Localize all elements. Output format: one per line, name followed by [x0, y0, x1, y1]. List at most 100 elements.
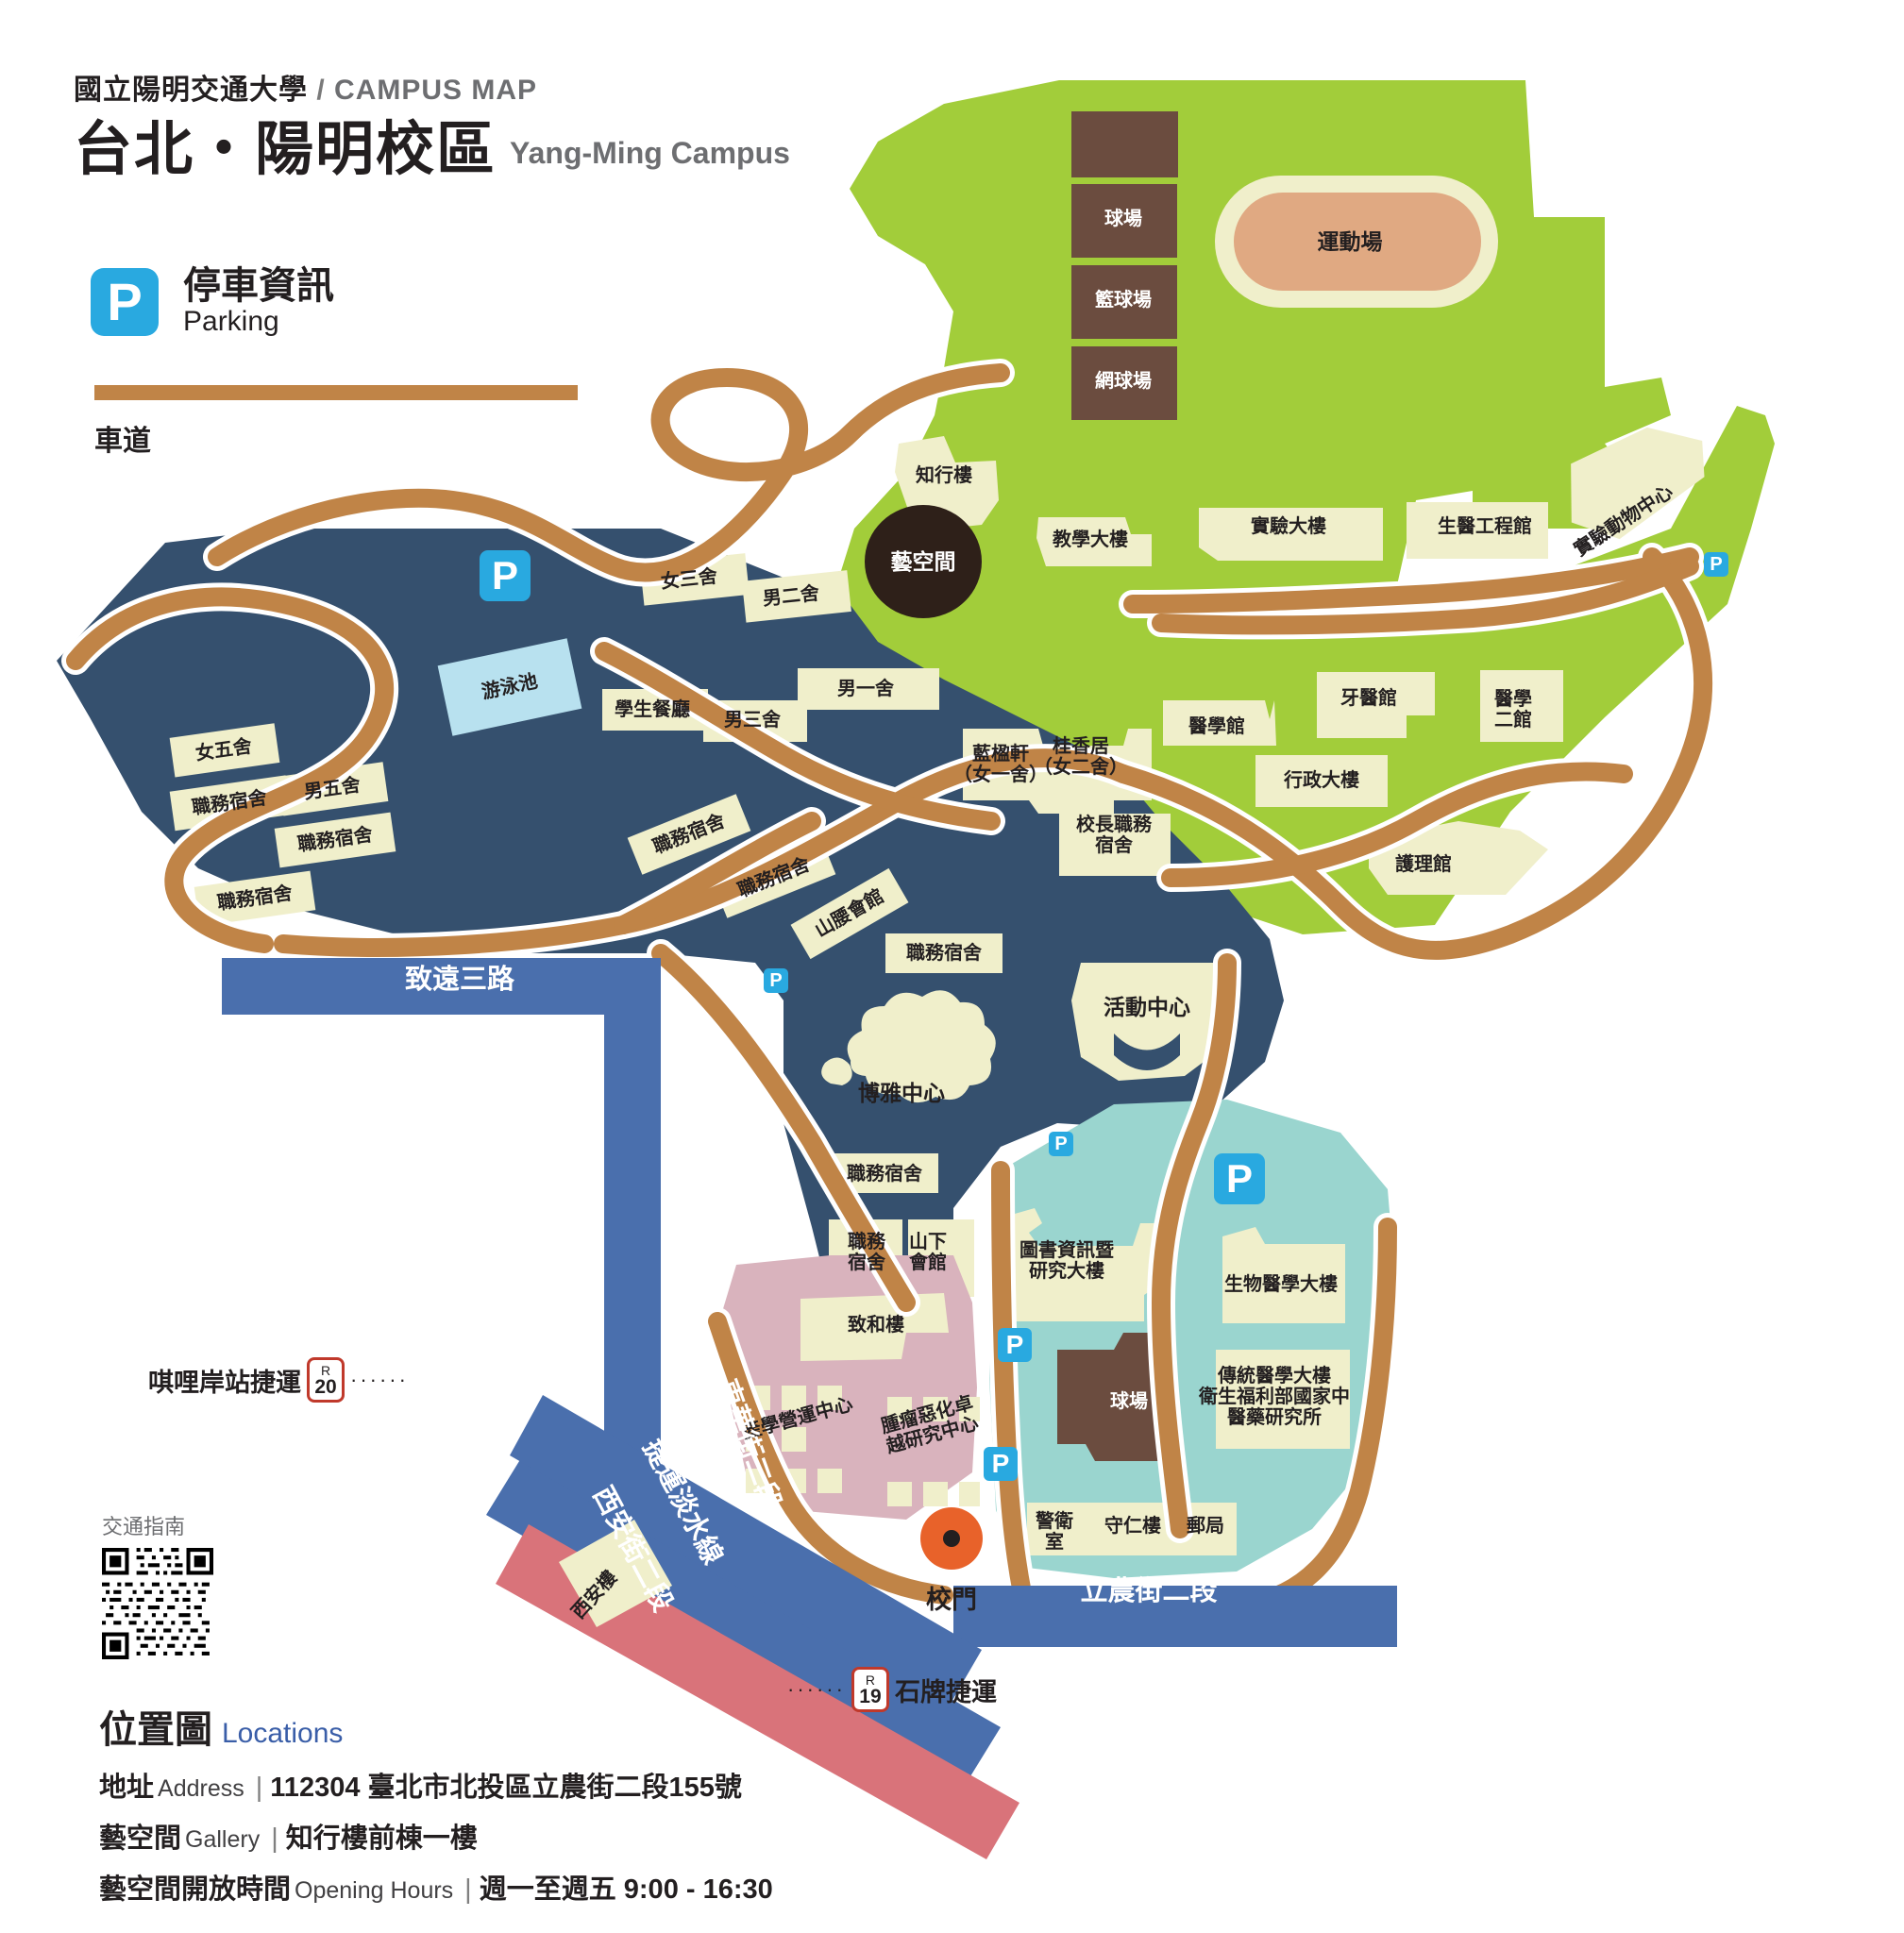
mrt-line-letter: R: [320, 1362, 331, 1378]
zone-pink: [719, 1255, 980, 1520]
building-name: 職務宿舍: [906, 943, 982, 964]
info-label-en: Address: [158, 1775, 244, 1802]
title-cn: 台北・陽明校區: [74, 117, 497, 182]
qr-code-icon[interactable]: [102, 1548, 213, 1659]
leader-dots: ······: [350, 1368, 409, 1391]
building-label[interactable]: 男三舍: [724, 710, 781, 731]
street-label[interactable]: 立農街二段: [1080, 1576, 1218, 1606]
building-label[interactable]: 教學大樓: [1053, 529, 1128, 550]
building-label[interactable]: 生醫工程館: [1438, 516, 1532, 537]
building-name: 知行樓: [916, 465, 972, 486]
building-name: 郵局: [1187, 1516, 1224, 1537]
building-label[interactable]: 醫學館: [1188, 716, 1245, 737]
building-label[interactable]: 牙醫館: [1340, 688, 1397, 709]
parking-marker-icon[interactable]: P: [998, 1328, 1032, 1362]
building-name: 圖書資訊暨 研究大樓: [1019, 1240, 1114, 1282]
building-name: 醫學館: [1188, 716, 1245, 737]
mrt-line-letter: R: [865, 1672, 876, 1688]
gate-pin-icon: [920, 1507, 983, 1570]
zone-green: [831, 80, 1775, 934]
building-name: 守仁樓: [1104, 1516, 1161, 1537]
locations-en: Locations: [222, 1718, 344, 1749]
building-label[interactable]: 行政大樓: [1284, 770, 1359, 791]
building-label[interactable]: 職務宿舍: [847, 1164, 922, 1185]
building-name: 行政大樓: [1284, 770, 1359, 791]
building-name: 籃球場: [1095, 290, 1152, 311]
slash: /: [316, 75, 326, 106]
building-label[interactable]: 網球場: [1095, 371, 1152, 392]
building-name: 球場: [1110, 1391, 1148, 1412]
parking-marker-icon[interactable]: P: [984, 1447, 1018, 1481]
building-name: 校長職務 宿舍: [1076, 815, 1152, 856]
legend-road-label: 車道: [94, 426, 151, 457]
legend-parking-en: Parking: [183, 306, 279, 337]
mrt-station-number: 19: [859, 1685, 882, 1707]
street-label[interactable]: 致遠三路: [405, 965, 515, 995]
parking-marker-icon[interactable]: P: [764, 968, 788, 993]
building-name: 傳統醫學大樓: [1218, 1366, 1331, 1387]
building-label[interactable]: 護理館: [1395, 854, 1452, 875]
info-value: 知行樓前棟一樓: [285, 1824, 478, 1854]
info-label-cn: 地址: [99, 1773, 155, 1803]
info-label-en: Gallery: [185, 1826, 261, 1853]
building-label[interactable]: 男一舍: [837, 679, 894, 699]
building-label[interactable]: 校長職務 宿舍: [1076, 815, 1152, 856]
building-label[interactable]: 籃球場: [1095, 290, 1152, 311]
building-label[interactable]: 博雅中心: [858, 1081, 945, 1105]
legend-parking: P 停車資訊 Parking: [91, 266, 334, 339]
legend-road: 車道: [94, 385, 578, 459]
building-label[interactable]: 桂香居（女二舍）: [1034, 736, 1128, 778]
building-label[interactable]: 職務宿舍: [906, 943, 982, 964]
building-label[interactable]: 球場: [1110, 1391, 1148, 1412]
info-separator: |: [271, 1824, 278, 1854]
building-label[interactable]: 實驗大樓: [1251, 516, 1326, 537]
info-label-en: Opening Hours: [295, 1877, 454, 1904]
building-label[interactable]: 傳統醫學大樓衛生福利部國家中 醫藥研究所: [1199, 1366, 1350, 1428]
building-label[interactable]: 學生餐廳: [615, 699, 690, 720]
building-label[interactable]: 圖書資訊暨 研究大樓: [1019, 1240, 1114, 1282]
building-label[interactable]: 郵局: [1187, 1516, 1224, 1537]
locations-cn: 位置圖: [99, 1709, 212, 1751]
parking-marker-icon[interactable]: P: [1704, 552, 1728, 577]
parking-marker-icon[interactable]: P: [1214, 1153, 1265, 1204]
gate-pin-center: [943, 1530, 960, 1547]
building-subname: 衛生福利部國家中 醫藥研究所: [1199, 1387, 1350, 1428]
building-label[interactable]: 藝空間: [890, 548, 956, 574]
building-name: 護理館: [1395, 854, 1452, 875]
building-label[interactable]: 活動中心: [1104, 995, 1190, 1019]
transport-guide-qr[interactable]: 交通指南: [102, 1510, 213, 1664]
building-label[interactable]: 運動場: [1318, 229, 1383, 254]
building-label[interactable]: 生物醫學大樓: [1224, 1274, 1338, 1295]
info-separator: |: [464, 1874, 472, 1905]
building-subname: （女二舍）: [1034, 757, 1128, 778]
zone-teal: [989, 1100, 1397, 1578]
info-value: 112304 臺北市北投區立農街二段155號: [270, 1773, 742, 1803]
building-label[interactable]: 醫學 二館: [1494, 689, 1532, 731]
building-label[interactable]: 球場: [1104, 209, 1142, 229]
parking-marker-icon[interactable]: P: [480, 550, 531, 601]
info-label-cn: 藝空間開放時間: [99, 1874, 292, 1905]
building-label[interactable]: 警衛 室: [1036, 1511, 1073, 1553]
building-label[interactable]: 守仁樓: [1104, 1516, 1161, 1537]
building-label[interactable]: 職務 宿舍: [848, 1232, 885, 1273]
parking-marker-icon[interactable]: P: [1049, 1132, 1073, 1156]
building-label[interactable]: 知行樓: [916, 465, 972, 486]
building-name: 山下 會館: [909, 1232, 947, 1273]
main-gate[interactable]: 校門: [920, 1507, 983, 1616]
building-label[interactable]: 致和樓: [848, 1315, 904, 1336]
mrt-station-name: 唭哩岸站捷運: [148, 1368, 301, 1397]
building-label[interactable]: 藍楹軒（女一舍）: [953, 744, 1048, 785]
info-separator: |: [255, 1773, 263, 1803]
building-name: 藝空間: [890, 548, 956, 574]
building-label[interactable]: 山下 會館: [909, 1232, 947, 1273]
road-driveway: [66, 363, 1713, 1633]
title-en: Yang-Ming Campus: [510, 136, 790, 170]
